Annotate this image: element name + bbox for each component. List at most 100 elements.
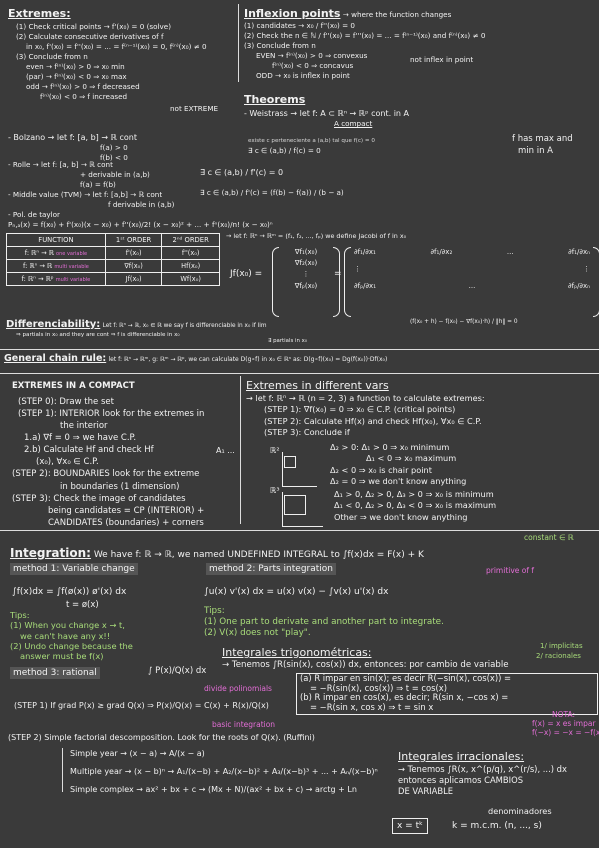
- compact-section: EXTREMES IN A COMPACT (STEP 0): Draw the…: [12, 380, 204, 529]
- tips-label: Tips:: [204, 606, 225, 616]
- rational-step-2: (STEP 2) Simple factorial descomposition…: [8, 733, 315, 742]
- chain-rule-text: let f: ℝⁿ → ℝᵐ, g: ℝᵐ → ℝᵖ, we can calcu…: [108, 356, 388, 363]
- table-cell: f: ℝⁿ → ℝ one variable: [6, 246, 106, 260]
- weierstrass-conclusion: f has max and min in A: [512, 134, 573, 157]
- matrix-cell: ∂f₁/∂x₂: [430, 248, 453, 256]
- matrix-row: ⋮ ⋮: [354, 264, 590, 275]
- trig-intro: → Tenemos ∫R(sin(x), cos(x)) dx, entonce…: [222, 660, 509, 671]
- extremes-title: Extremes:: [8, 7, 71, 20]
- matrix-cell: ∂fₚ/∂x₁: [354, 282, 377, 291]
- annotation: multi variable: [55, 277, 91, 283]
- table-cell: f: ℝⁿ → ℝ multi variable: [6, 259, 106, 273]
- matrix-cell: ∂f₁/∂x₁: [354, 248, 376, 256]
- has-max-text: f has max and: [512, 134, 573, 144]
- nota-line: f(−x) = −x = −f(x): [532, 728, 599, 737]
- jacobian-intro: → let f: ℝⁿ → ℝᵐ = (f₁, f₂, ..., fₚ) we …: [226, 232, 407, 240]
- r3-matrix-icon: [282, 492, 323, 527]
- theorems-section: Theorems - Weistrass → let f: A ⊂ ℝⁿ → ℝ…: [244, 92, 409, 129]
- jacobian-lhs: Jf(x₀) =: [230, 269, 263, 279]
- table-cell: Hf(x₀): [161, 259, 220, 273]
- inflexion-line: f⁽ⁿ⁾(x₀) < 0 ⇒ concavus: [272, 60, 354, 70]
- differentiability-partials: ∃ partials in x₀: [268, 338, 307, 344]
- rolle-conclusion: ∃ c ∈ (a,b) / f'(c) = 0: [200, 168, 284, 177]
- rolle-block: - Rolle → let f: [a, b] → ℝ cont + deriv…: [8, 160, 273, 230]
- extremes-line: even → f⁽ⁿ⁾(x₀) > 0 ⇒ x₀ min: [26, 61, 125, 71]
- compact-title: EXTREMES IN A COMPACT: [12, 381, 135, 391]
- gradient-column: ∇f₁(x₀) ∇f₂(x₀) ⋮ ∇fₚ(x₀): [272, 247, 340, 317]
- trig-note: 2/ racionales: [536, 652, 581, 660]
- gradient-entry: ∇fₚ(x₀): [294, 281, 318, 290]
- r2-label: ℝ²: [270, 446, 280, 455]
- not-extreme-label: not EXTREME: [170, 104, 219, 113]
- rational-step-1: (STEP 1) If grad P(x) ≥ grad Q(x) ⇒ P(x)…: [14, 701, 269, 710]
- method-3-label: method 3: rational: [10, 667, 100, 680]
- tip-line: (2) Undo change because the: [10, 641, 133, 652]
- compact-line: in boundaries (1 dimension): [60, 481, 180, 492]
- compact-line: (STEP 0): Draw the set: [18, 397, 114, 408]
- integration-intro: We have f: ℝ → ℝ, we named UNDEFINED INT…: [93, 550, 424, 560]
- taylor-formula: Pₙ,ₐ(x) = f(x₀) + f'(x₀)(x − x₀) + f''(x…: [8, 219, 273, 229]
- differentiability-text: Let f: ℝⁿ → ℝ, x₀ ∈ ℝ we say f is differ…: [102, 323, 267, 329]
- tips-label: Tips:: [10, 610, 30, 620]
- bolzano-line: - Bolzano → let f: [a, b] → ℝ cont: [8, 133, 137, 142]
- compact-annotation: A₁ ...: [216, 446, 235, 455]
- compact-line: (STEP 3): Check the image of candidates: [12, 493, 186, 504]
- r3-condition: Δ₁ > 0, Δ₂ > 0, Δ₃ > 0 ⇒ x₀ is minimum: [334, 489, 494, 499]
- mv-line: f derivable in (a,b): [108, 199, 175, 209]
- divider: [0, 373, 599, 374]
- table-cell: Jf(x₀): [104, 272, 163, 286]
- r3-label: ℝ³: [270, 486, 280, 495]
- table-row: f: ℝⁿ → ℝᵖ multi variable Jf(x₀) Wf(x₀): [6, 272, 220, 286]
- compact-line: the interior: [60, 421, 108, 432]
- bolzano-conclusion-text: existe c perteneciente a (a,b) tal que f…: [248, 138, 375, 144]
- bolzano-line: f(b) < 0: [100, 152, 128, 162]
- table-cell: f'(x₀): [104, 246, 163, 260]
- table-row: f: ℝⁿ → ℝ multi variable ∇f(x₀) Hf(x₀): [6, 259, 220, 273]
- matrix-cell: ∂fₚ/∂xₙ: [567, 282, 590, 291]
- method-1-tips: Tips: (1) When you change x → t, we can'…: [10, 610, 133, 662]
- r2-condition: Δ₁ < 0 ⇒ x₀ maximum: [366, 453, 457, 464]
- not-inflex-label: not inflex in point: [410, 55, 474, 64]
- inflexion-line: (3) Conclude from n: [244, 41, 316, 51]
- bracket: [593, 247, 599, 317]
- extremes-line: (1) Check critical points → f'(x₀) = 0 (…: [16, 22, 172, 32]
- inflexion-line: (1) candidates → x₀ / f''(x₀) = 0: [244, 21, 355, 31]
- theorems-title: Theorems: [244, 93, 306, 106]
- annotation: one variable: [56, 251, 88, 257]
- chain-rule-title: General chain rule:: [4, 353, 107, 364]
- gradient-entry: ∇f₂(x₀): [294, 259, 318, 268]
- table-cell: ∇f(x₀): [104, 259, 163, 273]
- irrational-line: DE VARIABLE: [398, 786, 454, 797]
- irrational-title: Integrales irracionales:: [398, 750, 525, 763]
- function-table: FUNCTION 1ˢᵗ ORDER 2ⁿᵈ ORDER f: ℝⁿ → ℝ o…: [6, 233, 220, 286]
- extremes-line: (2) Calculate consecutive derivatives of…: [16, 32, 164, 42]
- matrix-cell: ...: [468, 282, 476, 291]
- table-header: 1ˢᵗ ORDER: [104, 233, 163, 247]
- compact-line: CANDIDATES (boundaries) + corners: [48, 517, 204, 528]
- mv-line: - Middle value (TVM) → let f: [a,b] → ℝ …: [8, 189, 163, 199]
- basic-integration-note: basic integration: [212, 720, 276, 729]
- method-2-label: method 2: Parts integration: [206, 563, 336, 576]
- bracket-line: [62, 748, 63, 792]
- differentiability-section: Differenciability: Let f: ℝⁿ → ℝ, x₀ ∈ ℝ…: [6, 318, 267, 340]
- table-cell: f''(x₀): [161, 246, 220, 260]
- tip-line: we can't have any x!!: [20, 630, 111, 641]
- tip-line: (1) When you change x → t,: [10, 620, 125, 631]
- trig-case: = −R(sin x, cos x) ⇒ t = sin x: [310, 701, 434, 712]
- compact-line: (STEP 2): BOUNDARIES look for the extrem…: [12, 469, 200, 480]
- r3-condition: Other ⇒ we don't know anything: [334, 511, 468, 522]
- lcm-formula: k = m.c.m. (n, ..., s): [452, 821, 542, 831]
- differentiability-text: ⇒ partials in x₀ and they are cont ⇒ f i…: [16, 331, 180, 338]
- inflexion-subtitle: → where the function changes: [342, 10, 452, 19]
- r3-minor-icon: [284, 495, 306, 515]
- method-2-formula: ∫u(x) v'(x) dx = u(x) v(x) − ∫v(x) u'(x)…: [204, 587, 389, 597]
- divide-note: divide polinomials: [204, 684, 272, 693]
- irrational-line: entonces aplicamos CAMBIOS: [398, 775, 524, 786]
- bracket: [344, 247, 351, 317]
- integration-title: Integration:: [10, 546, 91, 560]
- r2-condition: Δ₂ < 0 ⇒ x₀ is chair point: [330, 464, 432, 475]
- constant-note: constant ∈ ℝ: [524, 533, 574, 542]
- bolzano-conclusion: existe c perteneciente a (a,b) tal que f…: [248, 138, 375, 156]
- has-min-text: min in A: [518, 145, 553, 156]
- mv-conclusion: ∃ c ∈ (a,b) / f'(c) = (f(b) − f(a)) / (b…: [200, 188, 344, 197]
